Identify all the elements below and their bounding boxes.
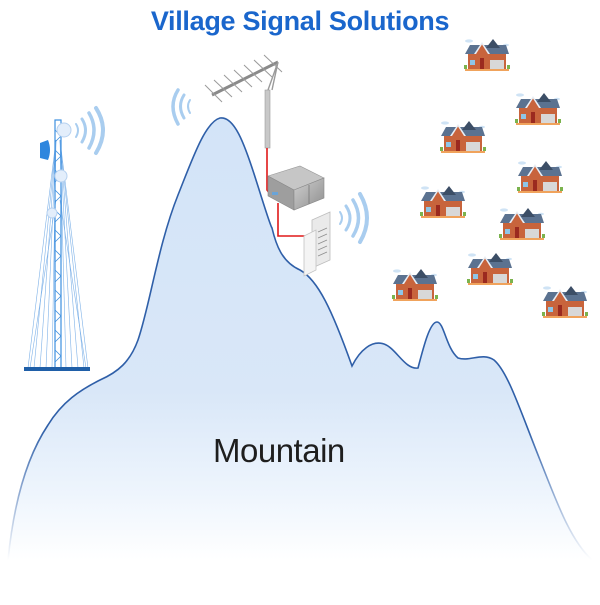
page-title: Village Signal Solutions (150, 6, 450, 36)
house-icon (392, 269, 438, 301)
house-icon (542, 286, 588, 318)
yagi-signal-waves-icon (171, 88, 191, 126)
mountain-label: Mountain (213, 432, 345, 469)
mountain (7, 117, 593, 561)
house-icon (517, 161, 563, 193)
house-icon (467, 253, 513, 285)
house-icon (464, 39, 510, 71)
panel-signal-waves-icon (339, 192, 369, 244)
house-icon (499, 208, 545, 240)
panel-antenna-icon (303, 211, 331, 277)
mountain-outline (7, 117, 593, 561)
house-icon (515, 93, 561, 125)
signal-repeater-box-icon (267, 165, 325, 211)
mountain-fill (8, 117, 592, 560)
tower-signal-waves-icon (75, 106, 105, 155)
cell-tower-icon (24, 119, 90, 371)
house-icon (440, 121, 486, 153)
house-icon (420, 186, 466, 218)
yagi-antenna-icon (204, 54, 283, 149)
